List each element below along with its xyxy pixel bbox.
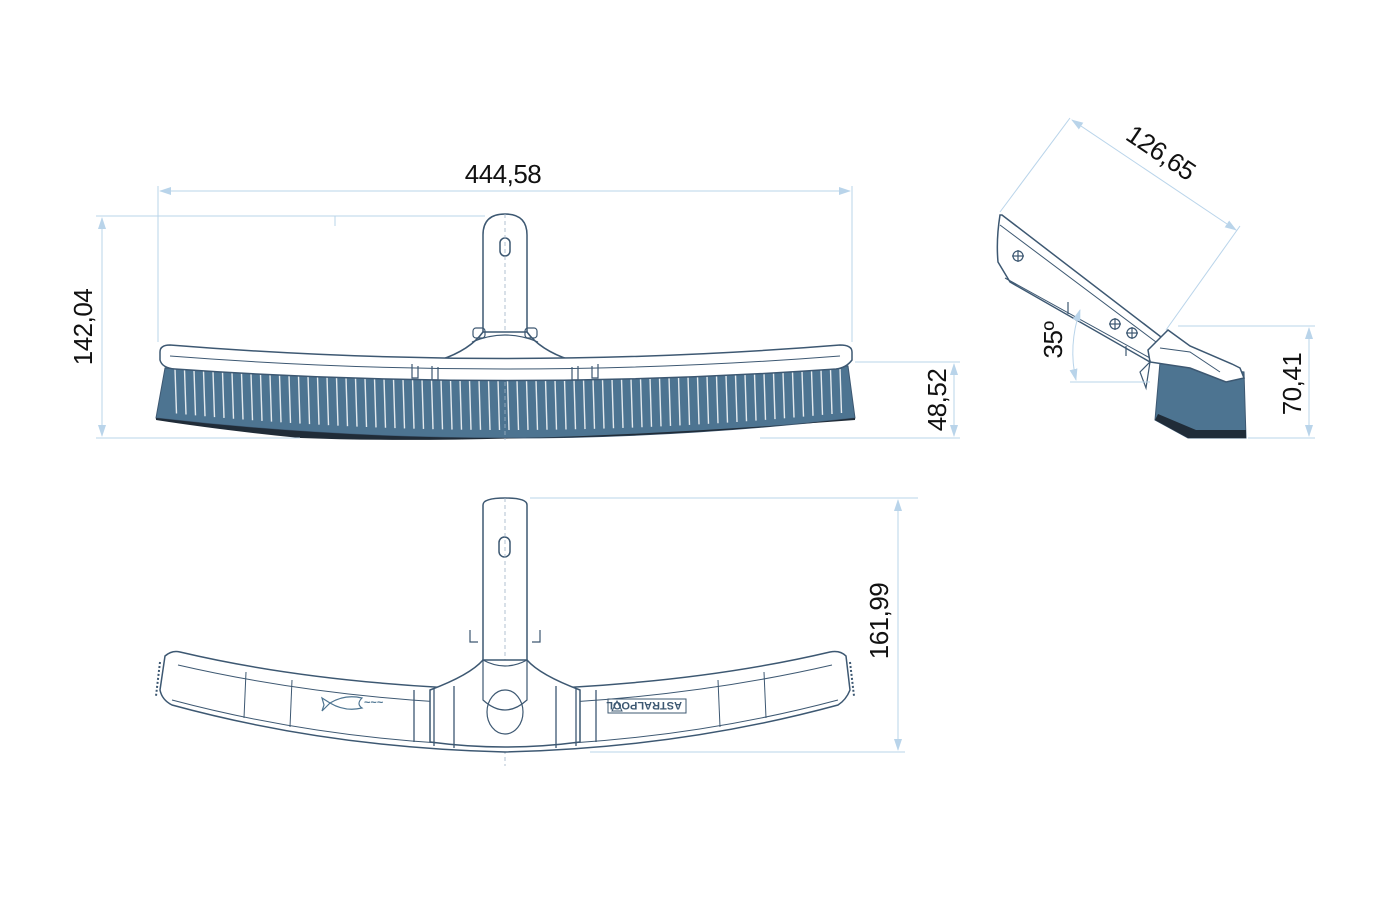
top-yoke [429,659,581,748]
bristle-gap-line [354,377,358,427]
bristle-gap-line [544,379,548,430]
bristle-gap-line [440,379,444,430]
bristle-gap-line [278,374,282,423]
bristle-gap-line [725,375,729,423]
bristle-gap-line [383,378,387,428]
front-bar [159,344,853,382]
top-view: ~~~ ASTRALPOOL [155,497,855,766]
bristle-gap-line [772,372,776,420]
bristle-gap-line [221,371,225,418]
bristle-gap-line [829,369,833,415]
bristle-gap-line [392,378,396,429]
bristle-gap-line [421,379,425,429]
bristle-gap-line [307,376,311,425]
bristle-gap-line [753,373,757,421]
bristle-gap-line [468,379,472,430]
bristle-gap-line [231,372,235,419]
side-arm [996,214,1167,363]
top-dimensions [530,497,918,753]
bristle-gap-line [212,371,216,418]
bristle-gap-line [174,368,178,414]
bristle-gap-line [668,377,672,426]
bristle-gap-line [345,377,349,427]
bristle-gap-line [402,378,406,429]
dimension-side-length: 126,65 [1121,119,1201,187]
front-bristles-shadow [156,418,855,440]
bristle-gap-line [364,378,368,428]
bristle-gap-line [259,373,263,421]
bristle-gap-line [326,376,330,426]
bristle-gap-line [459,379,463,430]
bristle-gap-line [820,369,824,415]
bristle-gap-line [782,372,786,419]
bristle-gap-line [373,378,377,428]
bristle-gap-line [611,378,615,429]
bristle-gap-line [810,370,814,416]
bristle-gap-line [658,377,662,427]
bristle-gap-line [620,378,624,428]
fish-logo-icon: ~~~ [320,696,384,712]
dimension-bristle-height: 48,52 [922,369,952,432]
bristle-gap-line [497,379,501,431]
bristle-gap-line [687,376,691,425]
bristle-gap-line [582,379,586,430]
bristle-gap-line [449,379,453,430]
bristle-gap-line [573,379,577,430]
bristle-gap-line [478,379,482,430]
bristle-gap-line [601,379,605,429]
bristle-gap-line [554,379,558,430]
front-view [155,213,856,440]
dimension-front-height: 142,04 [68,289,98,366]
dimension-top-depth: 161,99 [864,583,894,660]
bristle-gap-line [516,379,520,430]
svg-text:~~~: ~~~ [364,697,384,709]
bristle-gap-line [411,379,415,429]
bristle-gap-line [335,377,339,426]
bristle-gap-line [183,369,187,415]
bristle-gap-line [202,370,206,417]
bristle-gap-line [706,375,710,424]
front-dimensions [96,186,960,439]
bristle-gap-line [592,379,596,429]
bristle-gap-line [630,378,634,428]
bristle-gap-line [839,368,843,414]
front-yoke [439,331,571,361]
bristle-gap-line [677,376,681,426]
bristle-gap-line [487,379,491,430]
bristle-gap-line [535,379,539,430]
bristle-gap-line [297,375,301,424]
bristle-gap-line [715,375,719,424]
bristle-gap-line [430,379,434,430]
side-dimensions [999,117,1315,439]
bristle-gap-line [193,370,197,416]
side-view [996,214,1247,439]
bristle-gap-line [316,376,320,425]
bristle-gap-line [269,374,273,422]
bristle-gap-line [506,379,510,431]
bristle-gap-line [801,371,805,417]
bristle-gap-line [696,376,700,425]
bristle-gap-line [791,371,795,418]
astralpool-logo: ASTRALPOOL [606,698,687,714]
bristle-gap-line [525,379,529,430]
bristle-gap-line [563,379,567,430]
dimension-side-height: 70,41 [1277,353,1307,416]
dimension-side-angle: 35º [1038,321,1068,359]
dimension-width: 444,58 [465,159,542,189]
bristle-gap-line [734,374,738,422]
bristle-gap-line [288,375,292,423]
bristle-gap-line [250,373,254,421]
top-handle-slot [498,536,511,558]
bristle-gap-line [649,377,653,427]
astralpool-logo-text: ASTRALPOOL [606,699,682,711]
bristle-gap-line [744,374,748,422]
bristle-gap-line [763,373,767,420]
bristle-gap-line [240,372,244,420]
front-bristle-gaps [174,368,843,431]
bristle-gap-line [639,378,643,428]
